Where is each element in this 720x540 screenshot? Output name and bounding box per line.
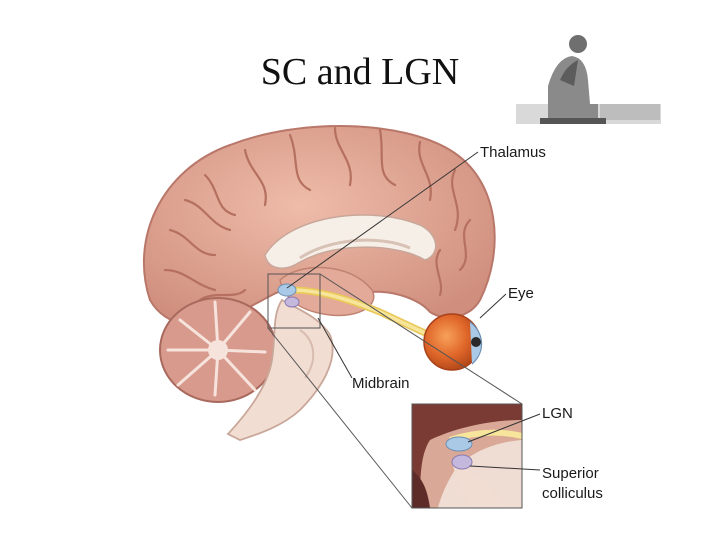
- lgn-label: LGN: [542, 405, 573, 422]
- brainstem: [226, 298, 334, 441]
- seated-thinker-figure-icon: [516, 35, 661, 124]
- superior-colliculus-nucleus: [284, 296, 300, 308]
- slide-title: SC and LGN: [260, 51, 460, 93]
- cerebral-cortex: [142, 125, 496, 328]
- leader-lines: [286, 151, 541, 471]
- sc-inset-nucleus: [451, 454, 473, 470]
- lgn-inset-nucleus: [445, 436, 473, 452]
- thalamus-label: Thalamus: [480, 144, 546, 161]
- inset-magnified-view: [411, 403, 523, 509]
- eye: [423, 313, 483, 371]
- superior-colliculus-label-line2: colliculus: [542, 485, 603, 502]
- midbrain-label: Midbrain: [352, 375, 410, 392]
- cerebellum: [159, 297, 277, 403]
- lgn-nucleus: [277, 283, 297, 297]
- zoom-region-box: [267, 273, 321, 329]
- eye-label: Eye: [508, 285, 534, 302]
- superior-colliculus-label-line1: Superior: [542, 465, 599, 482]
